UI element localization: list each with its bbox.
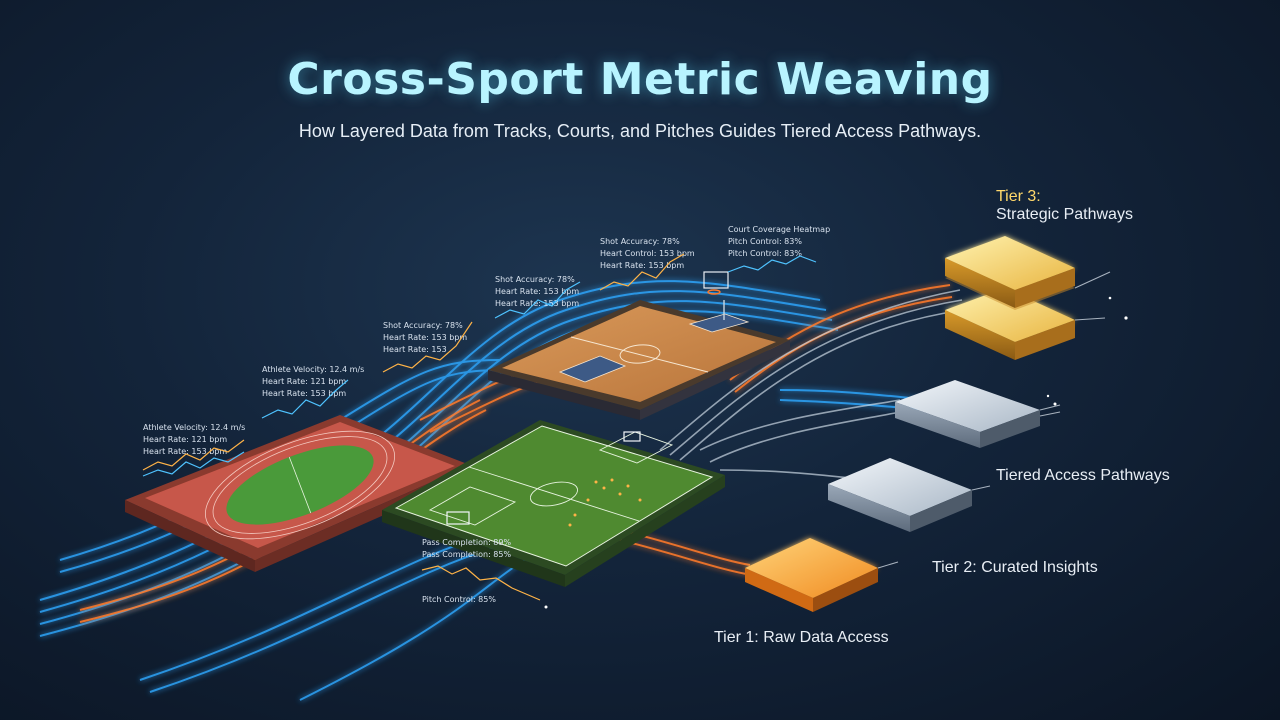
metric-panel-4: Shot Accuracy: 78% Heart Rate: 153 bpm H…: [494, 275, 581, 319]
silver-stream: [699, 399, 901, 451]
pitch-activity-dots: [568, 478, 642, 527]
silver-streams: [659, 289, 965, 479]
metric-panel-5: Shot Accuracy: 78% Heart Control: 153 bp…: [599, 237, 695, 291]
metric-line: Pitch Control: 83%: [728, 249, 802, 258]
tier3-label-line2: Strategic Pathways: [996, 206, 1133, 223]
sparkline: [494, 281, 581, 319]
metric-line: Athlete Velocity: 12.4 m/s: [143, 423, 245, 432]
tiered-access-label: Tiered Access Pathways: [996, 467, 1170, 484]
sparkline: [142, 439, 245, 471]
metric-panel-6: Court Coverage Heatmap Pitch Control: 83…: [727, 225, 830, 273]
metric-line: Shot Accuracy: 78%: [600, 237, 680, 246]
tier1-block: [745, 538, 878, 612]
orange-stream: [619, 539, 753, 576]
metric-line: Athlete Velocity: 12.4 m/s: [262, 365, 364, 374]
tier2-label: Tier 2: Curated Insights: [932, 559, 1098, 576]
tier3-stack: [945, 236, 1075, 360]
tier3-label: Tier 3: Strategic Pathways: [996, 188, 1133, 224]
blue-stream: [39, 290, 827, 613]
silver-stream: [659, 289, 961, 451]
metric-panel-3: Shot Accuracy: 78% Heart Rate: 153 bpm H…: [382, 321, 473, 373]
silver-stream: [719, 469, 851, 479]
silver-tier-block-upper: [895, 380, 1040, 448]
silver-stream: [669, 299, 963, 456]
sparkline: [142, 451, 245, 477]
metric-line: Heart Rate: 153 bpm: [262, 389, 346, 398]
metric-line: Heart Control: 153 bpm: [600, 249, 695, 258]
metric-line: Pass Completion: 85%: [422, 550, 511, 559]
tier1-label: Tier 1: Raw Data Access: [714, 629, 889, 646]
sparkline: [727, 255, 817, 273]
metric-line: Pass Completion: 89%: [422, 538, 511, 547]
silver-stream: [679, 309, 965, 461]
page-title: Cross-Sport Metric Weaving: [287, 54, 993, 105]
metric-line: Pitch Control: 85%: [422, 595, 496, 604]
metric-line: Heart Rate: 153 bpm: [495, 287, 579, 296]
tier-connectors: [877, 271, 1111, 569]
sparkline: [421, 565, 541, 601]
metric-line: Pitch Control: 83%: [728, 237, 802, 246]
metric-line: Heart Rate: 121 bpm: [143, 435, 227, 444]
metric-line: Heart Rate: 121 bpm: [262, 377, 346, 386]
basketball-platform: [488, 271, 790, 420]
sparkline: [599, 253, 685, 291]
tier3-label-line1: Tier 3:: [996, 188, 1041, 205]
metric-panel-7: Pass Completion: 89% Pass Completion: 85…: [421, 538, 541, 604]
metric-line: Heart Rate: 153 bpm: [383, 333, 467, 342]
metric-line: Heart Rate: 153 bpm: [495, 299, 579, 308]
soccer-platform: [382, 420, 725, 587]
soccer-goal: [446, 511, 470, 525]
metric-line: Court Coverage Heatmap: [728, 225, 830, 234]
metric-panel-2: Athlete Velocity: 12.4 m/s Heart Rate: 1…: [261, 365, 364, 419]
silver-tier-block-lower: [828, 458, 972, 532]
silver-stream: [709, 411, 901, 463]
sparkline: [382, 321, 473, 373]
metric-panel-1: Athlete Velocity: 12.4 m/s Heart Rate: 1…: [142, 423, 245, 477]
page-subtitle: How Layered Data from Tracks, Courts, an…: [298, 121, 982, 141]
metric-line: Heart Rate: 153: [383, 345, 447, 354]
sparkline: [261, 379, 349, 419]
basketball-hoop: [703, 271, 729, 320]
soccer-pitch: [394, 425, 714, 567]
metric-line: Shot Accuracy: 78%: [383, 321, 463, 330]
metric-line: Heart Rate: 153 bpm: [600, 261, 684, 270]
metric-line: Shot Accuracy: 78%: [495, 275, 575, 284]
sparkle-dots: [544, 296, 1128, 609]
metric-line: Heart Rate: 153 bpm: [143, 447, 227, 456]
